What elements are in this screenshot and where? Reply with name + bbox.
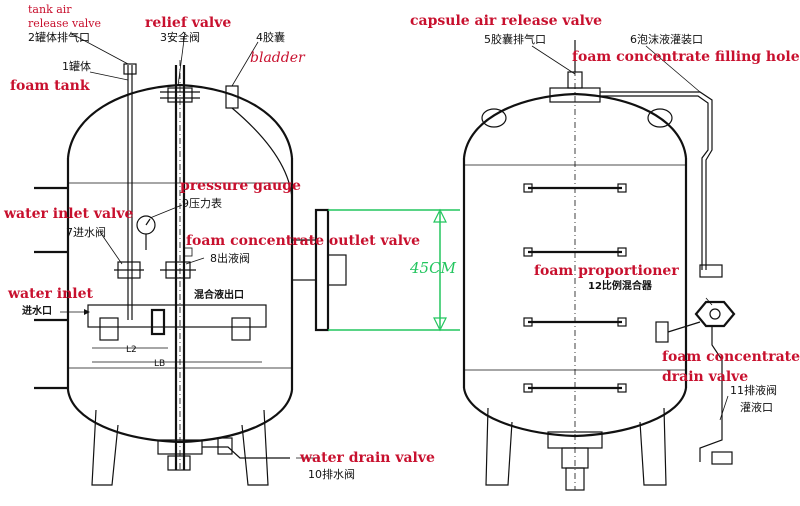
side-rails <box>523 183 627 393</box>
dimension-45cm <box>328 208 460 332</box>
label-dim-l2: L2 <box>126 345 137 355</box>
label-water-inlet-cn: 进水口 <box>22 304 52 317</box>
label-outlet-valve-cn: 8出液阀 <box>210 251 250 265</box>
label-foam-concentrate-outlet-valve: foam concentrate outlet valve <box>186 233 420 249</box>
label-foam-tank: foam tank <box>10 78 90 94</box>
left-tank-top-dome <box>66 83 294 159</box>
right-tank <box>462 40 736 491</box>
label-capsule-air-release-valve: capsule air release valve <box>410 13 602 29</box>
right-tank-leg-left <box>485 407 513 486</box>
label-foam-proportioner: foam proportioner <box>534 263 679 279</box>
drain-pipe <box>202 446 290 459</box>
label-foam-concentrate-filling-hole: foam concentrate filling hole <box>572 49 800 65</box>
label-proportioner-cn: 12比例混合器 <box>588 279 653 292</box>
foam-proportioner-body[interactable] <box>694 300 736 328</box>
label-tank-air-release-cn: 2罐体排气口 <box>28 30 90 44</box>
label-tank-body-cn: 1罐体 <box>62 59 91 73</box>
label-water-drain-valve-cn: 10排水阀 <box>308 467 355 481</box>
label-relief-valve-cn: 3安全阀 <box>160 30 200 44</box>
foam-drain-pipe <box>699 326 723 462</box>
lifting-lug-left <box>481 108 507 128</box>
bladder-outline <box>231 107 293 211</box>
label-capsule-air-release-cn: 5胶囊排气口 <box>484 32 546 46</box>
relief-valve-body[interactable] <box>167 87 193 103</box>
label-tank-air-release-line1: tank air <box>28 3 72 16</box>
label-relief-valve: relief valve <box>145 15 231 31</box>
label-foam-filling-cn: 6泡沫液灌装口 <box>630 32 703 46</box>
outlet-flange <box>314 208 330 332</box>
label-45cm: 45CM <box>409 259 457 277</box>
label-water-drain-valve: water drain valve <box>299 450 435 466</box>
label-foam-drain-valve-line2: drain valve <box>662 369 748 385</box>
left-tank-leg-left <box>91 409 119 486</box>
label-pressure-gauge: pressure gauge <box>180 178 301 194</box>
label-filling-cn: 灌液口 <box>740 400 773 414</box>
right-tank-leg-right <box>639 407 667 486</box>
label-water-inlet-valve-cn: 7进水阀 <box>66 225 106 239</box>
label-dim-lb: LB <box>154 359 165 369</box>
label-foam-drain-valve-line1: foam concentrate <box>662 349 800 365</box>
labels: tank air release valve 2罐体排气口 relief val… <box>3 3 800 481</box>
label-bladder-cn: 4胶囊 <box>256 30 285 44</box>
label-water-inlet-valve: water inlet valve <box>3 206 133 222</box>
label-drain-cn: 11排液阀 <box>730 383 777 397</box>
label-tank-air-release-line2: release valve <box>28 17 101 30</box>
manifold-pipe <box>87 304 267 328</box>
tank-air-release-valve-body[interactable] <box>123 63 137 75</box>
label-pressure-gauge-cn: 9压力表 <box>182 196 222 210</box>
left-tank <box>34 31 347 486</box>
foam-drain-valve-body[interactable] <box>711 451 733 465</box>
label-mix-outlet-cn: 混合液出口 <box>194 288 244 301</box>
water-drain-valve-body[interactable] <box>217 437 233 455</box>
label-bladder: bladder <box>250 50 306 66</box>
filling-pipe <box>600 91 713 270</box>
right-tank-top-dome <box>462 92 688 159</box>
label-water-inlet: water inlet <box>7 286 93 302</box>
left-tank-leg-right <box>241 409 269 486</box>
lifting-lug-right <box>647 108 673 128</box>
